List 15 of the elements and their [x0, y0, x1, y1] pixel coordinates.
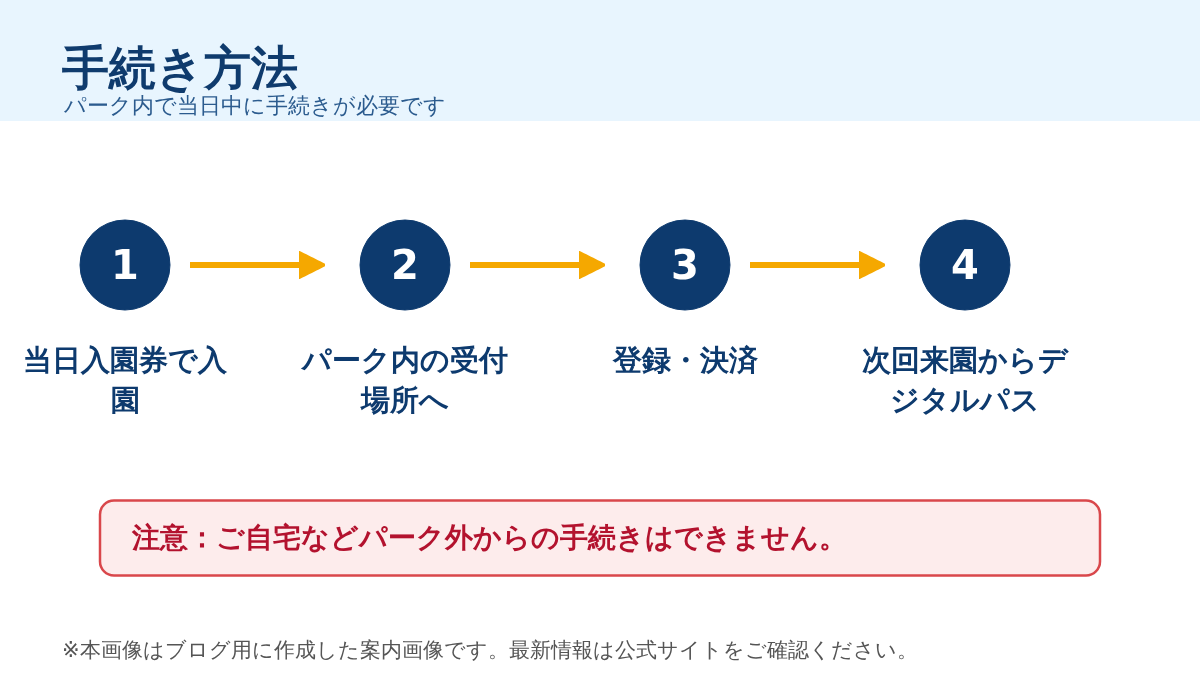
- step-caption: パーク内の受付場所へ: [300, 342, 509, 419]
- step-caption: 次回来園からデジタルパス: [861, 342, 1070, 419]
- step-number: 2: [391, 241, 419, 290]
- footnote: ※本画像はブログ用に作成した案内画像です。最新情報は公式サイトをご確認ください。: [62, 640, 918, 661]
- step-caption: 当日入園券で入園: [22, 342, 228, 419]
- arrow: [470, 250, 607, 280]
- warning-text: 注意：ご自宅などパーク外からの手続きはできません。: [132, 520, 847, 556]
- step-caption: 登録・決済: [612, 342, 758, 379]
- subtitle: パーク内で当日中に手続きが必要です: [64, 95, 446, 117]
- arrow: [190, 250, 327, 280]
- arrow: [750, 250, 887, 280]
- step-number: 1: [111, 241, 139, 290]
- step-number: 4: [951, 241, 979, 290]
- step-number: 3: [671, 241, 699, 290]
- title: 手続き方法: [62, 44, 298, 91]
